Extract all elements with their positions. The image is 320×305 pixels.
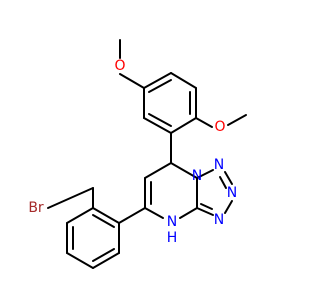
bond-ring-a-2 [170, 72, 197, 89]
bond-n3-c4a [196, 207, 214, 216]
bond-c7-c6 [144, 162, 172, 179]
bond-ring-a-5 [143, 117, 172, 134]
bond-n1-n2 [224, 171, 233, 185]
bond-ring-b-5-inner [92, 248, 115, 262]
bond-n8-c7 [170, 162, 198, 179]
atom-label-bromine: Br [28, 200, 44, 216]
bond-o-right-methyl [227, 114, 247, 126]
atom-label-n2: N [227, 185, 237, 201]
atom-label-h: H [167, 230, 178, 246]
bond-ring-a-1-inner [148, 79, 172, 93]
structure-canvas: O O Br N N N N N H [28, 39, 247, 269]
atom-labels: O O Br N N N N N H [28, 58, 237, 246]
bond-ring-a-4 [170, 117, 197, 134]
atom-label-n8: N [192, 168, 202, 184]
bond-br [47, 187, 94, 209]
bond-ring-b-5 [92, 252, 120, 269]
atom-label-n1: N [214, 157, 224, 173]
bond-ring-o-right [195, 117, 213, 128]
bond-c5-nh [144, 207, 164, 219]
atom-label-o-right: O [214, 119, 225, 135]
bond-c5-ring-b [118, 207, 146, 224]
bond-n1-n2-inner [219, 176, 227, 189]
bond-ring-a-1 [143, 72, 172, 89]
bond-ring-a-5-inner [148, 113, 172, 127]
bond-n2-n3 [224, 200, 233, 214]
bond-ring-b-2 [66, 207, 94, 224]
bond-n8-n1 [196, 169, 214, 179]
bond-ring-b-4 [66, 252, 94, 269]
bond-nh-c4a [179, 207, 198, 219]
bond-ring-b-1-inner [92, 214, 115, 228]
bond-o-top-ring [119, 73, 145, 89]
molecule-structure: O O Br N N N N N H [28, 39, 247, 269]
atom-label-nh: N [167, 214, 177, 230]
bond-ring-b-1 [92, 207, 120, 224]
atom-label-n3: N [214, 212, 224, 228]
atom-label-o-top: O [114, 58, 125, 74]
bond-n3-c4a-inner [200, 203, 213, 210]
bonds [47, 39, 247, 269]
